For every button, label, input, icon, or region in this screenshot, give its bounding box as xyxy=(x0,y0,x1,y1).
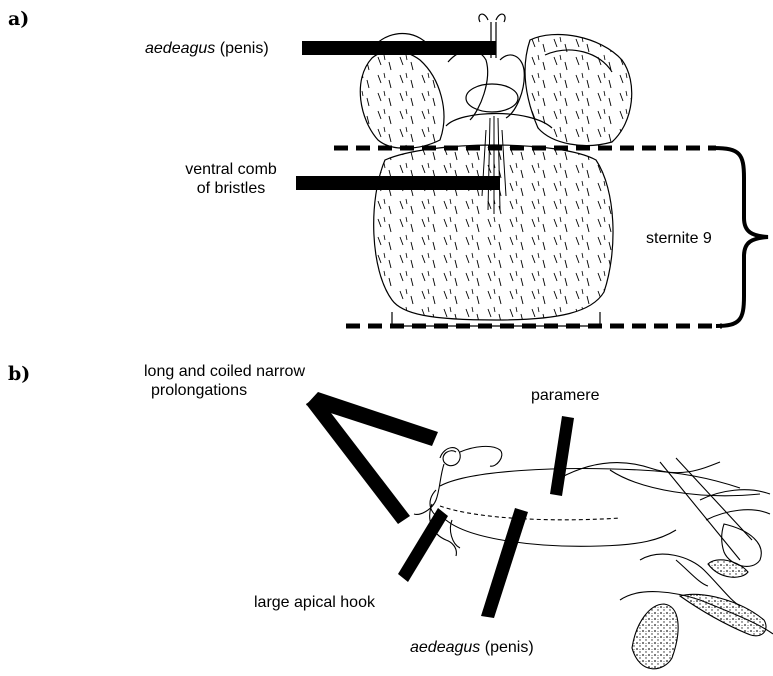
hook-label: large apical hook xyxy=(254,593,375,612)
aedeagus-pointer-b xyxy=(481,508,528,618)
ventral-comb-pointer xyxy=(296,176,500,190)
aedeagus-term: aedeagus xyxy=(145,40,215,57)
prolongations-label: long and coiled narrow prolongations xyxy=(144,362,305,400)
prolongations-line2: prolongations xyxy=(144,381,305,400)
panel-b-pointers xyxy=(306,392,574,618)
aedeagus-label-b: aedeagus (penis) xyxy=(410,638,534,657)
aedeagus-pointer-a xyxy=(302,41,496,55)
aedeagus-gloss: (penis) xyxy=(215,40,268,57)
panel-a-drawing xyxy=(360,14,631,326)
prolongations-line1: long and coiled narrow xyxy=(144,362,305,381)
aedeagus-term-b: aedeagus xyxy=(410,639,480,656)
sternite-label: sternite 9 xyxy=(646,229,712,248)
aedeagus-gloss-b: (penis) xyxy=(480,639,533,656)
aedeagus-label-a: aedeagus (penis) xyxy=(145,39,269,58)
paramere-label: paramere xyxy=(531,386,599,405)
ventral-comb-line2: of bristles xyxy=(172,179,290,198)
ventral-comb-line1: ventral comb xyxy=(172,160,290,179)
ventral-comb-label: ventral comb of bristles xyxy=(172,160,290,198)
hook-pointer xyxy=(398,508,448,582)
paramere-pointer xyxy=(550,416,574,496)
panel-b-drawing xyxy=(414,446,773,668)
